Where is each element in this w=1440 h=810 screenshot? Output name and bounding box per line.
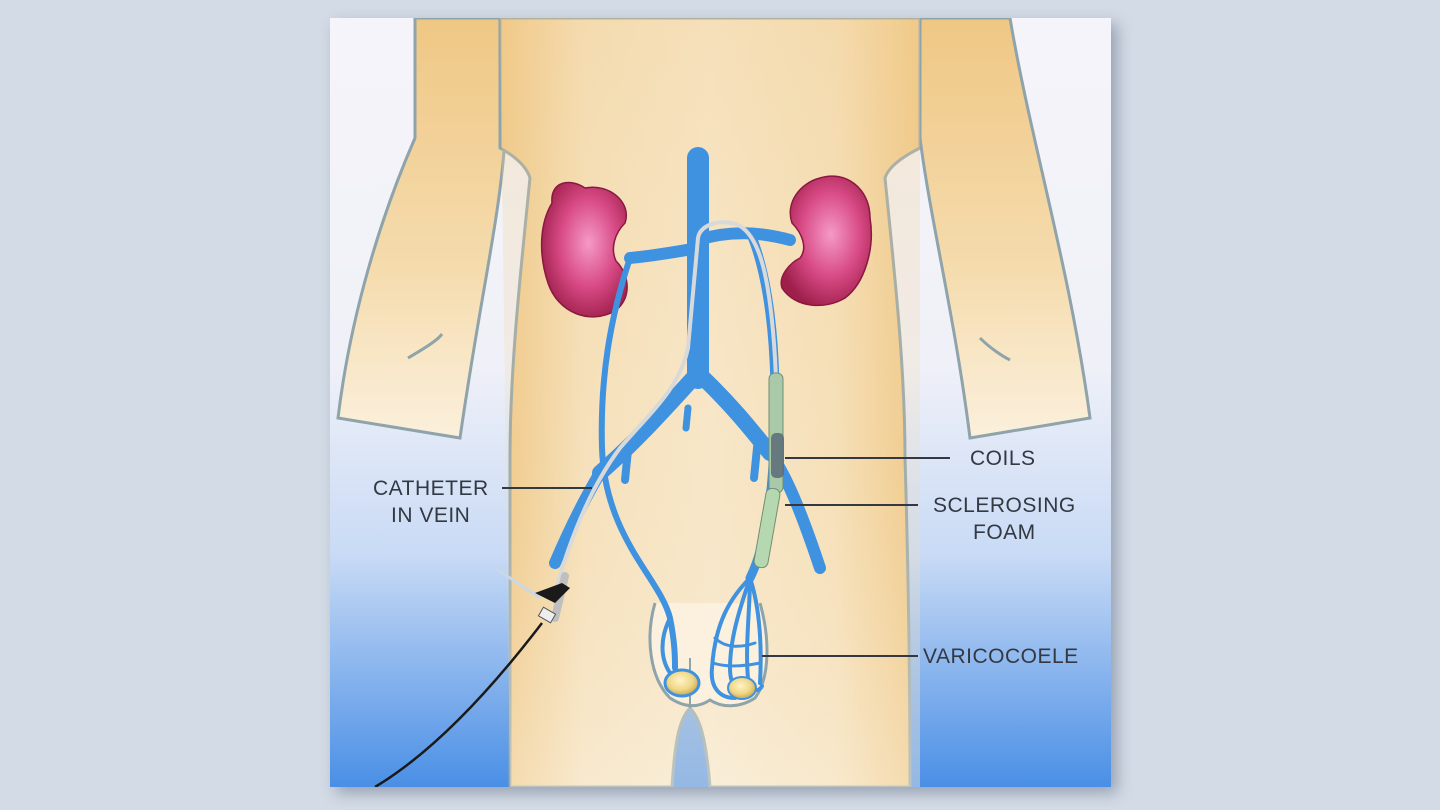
right-arm (918, 18, 1092, 440)
plexus-cross-1 (713, 636, 757, 648)
sheath-hub (535, 583, 570, 603)
catheter (553, 220, 778, 595)
right-kidney (780, 175, 872, 307)
left-testis (663, 668, 701, 698)
label-sclerosing: SCLEROSING (933, 494, 1076, 517)
sclerosing-foam-lower (753, 487, 781, 569)
left-femoral-vein (549, 467, 606, 569)
right-testis (727, 676, 757, 700)
plexus-strand-4 (748, 576, 763, 685)
left-arm (336, 18, 507, 440)
plexus-cross-2 (711, 661, 762, 668)
leader-lines (502, 457, 950, 657)
varicocoele-embolisation-illustration: COILS SCLEROSING FOAM CATHETER IN VEIN V… (330, 18, 1111, 787)
right-renal-vein (692, 227, 796, 246)
right-iliac-vein (690, 365, 778, 461)
label-varicocoele: VARICOCOELE (923, 645, 1079, 668)
left-plexus (660, 616, 672, 675)
coils (771, 433, 784, 478)
branch-stub-left (621, 446, 632, 484)
guidewire (374, 622, 543, 787)
label-in-vein: IN VEIN (391, 504, 470, 527)
label-coils: COILS (970, 447, 1036, 470)
branch-stub-mid (682, 404, 692, 432)
vascular-access-sheath (374, 566, 570, 787)
left-renal-vein (624, 242, 704, 264)
label-catheter: CATHETER (373, 477, 489, 500)
valve (537, 606, 557, 624)
anatomy-svg: COILS SCLEROSING FOAM CATHETER IN VEIN V… (330, 18, 1111, 787)
right-elbow-crease (978, 336, 1011, 362)
left-gonadal-vein (598, 255, 678, 671)
left-elbow-crease (407, 333, 444, 360)
label-foam: FOAM (973, 521, 1036, 544)
branch-stub-right (750, 434, 762, 482)
side-port (494, 566, 541, 600)
